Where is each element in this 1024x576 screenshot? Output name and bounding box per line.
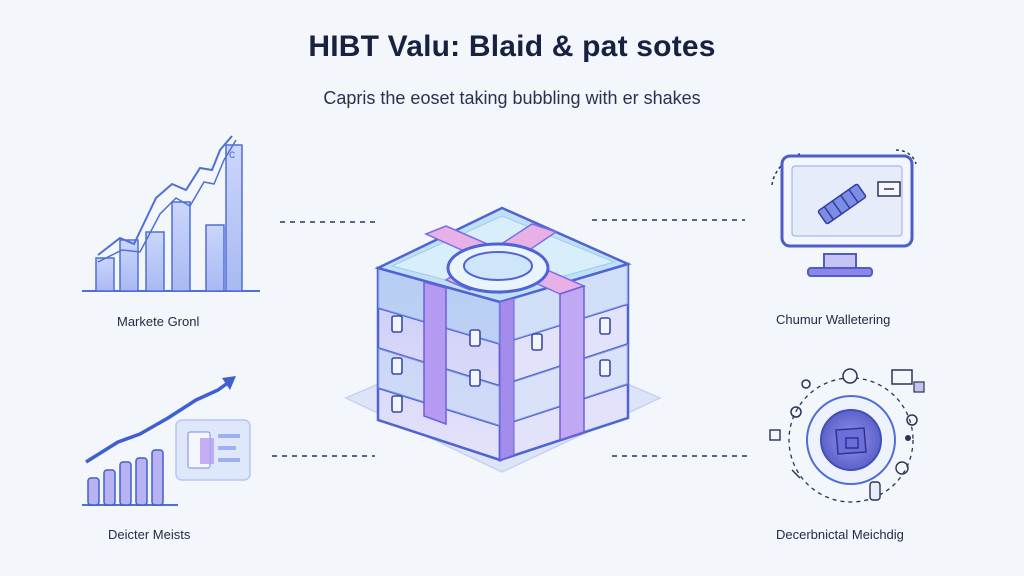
page-subtitle: Capris the eoset taking bubbling with er… <box>323 88 701 108</box>
trend-arrow-chart-icon <box>82 376 251 506</box>
node-label-bottom-left: Deicter Meists <box>108 527 191 542</box>
connectors <box>272 219 752 457</box>
monitor-icon <box>771 149 917 277</box>
network-circle-icon <box>769 368 925 503</box>
node-label-top-left: Markete Gronl <box>117 314 200 329</box>
growth-chart-icon: c <box>82 135 260 292</box>
page-title: HIBT Valu: Blaid & pat sotes <box>308 30 716 63</box>
svg-text:c: c <box>229 147 235 161</box>
node-label-top-right: Chumur Walletering <box>776 312 891 327</box>
node-label-bottom-right: Decerbnictal Meichdig <box>776 527 904 542</box>
data-cube-icon <box>344 206 662 473</box>
